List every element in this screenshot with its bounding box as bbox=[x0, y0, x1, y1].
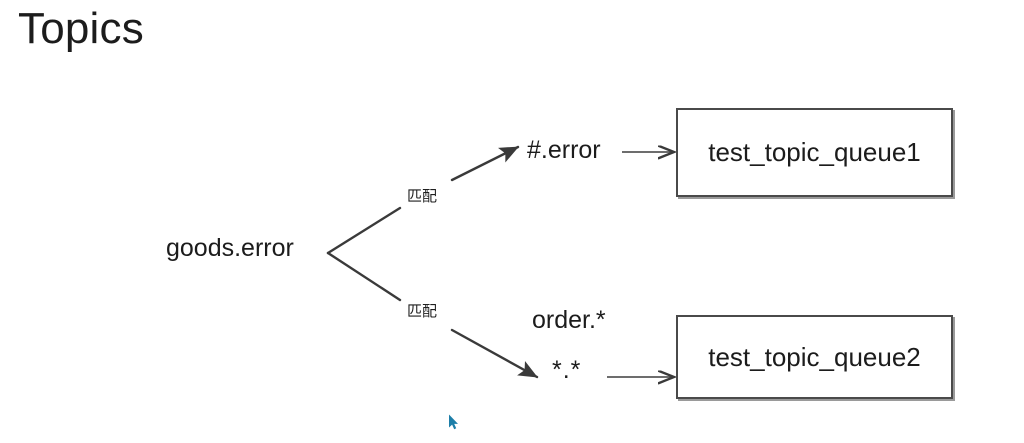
edge-lower-arrow bbox=[450, 328, 539, 379]
binding-pattern-star-star: *.* bbox=[552, 356, 582, 384]
queue-label: test_topic_queue1 bbox=[708, 137, 921, 167]
binding-pattern-hash-error: #.error bbox=[527, 136, 601, 164]
edge-label-match-upper: 匹配 bbox=[405, 187, 440, 206]
mouse-pointer-icon bbox=[449, 414, 458, 430]
edge-source-to-lower bbox=[326, 251, 402, 302]
edge-source-to-upper bbox=[326, 206, 402, 255]
page-title: Topics bbox=[18, 4, 144, 53]
queue-box-test-topic-queue2: test_topic_queue2 bbox=[676, 315, 953, 399]
routing-key-source: goods.error bbox=[166, 234, 294, 262]
queue-label: test_topic_queue2 bbox=[708, 341, 921, 372]
edge-upper-arrow bbox=[450, 145, 520, 182]
binding-pattern-order-star: order.* bbox=[532, 306, 606, 334]
queue-box-test-topic-queue1: test_topic_queue1 bbox=[676, 108, 953, 197]
edge-label-match-lower: 匹配 bbox=[405, 302, 440, 321]
